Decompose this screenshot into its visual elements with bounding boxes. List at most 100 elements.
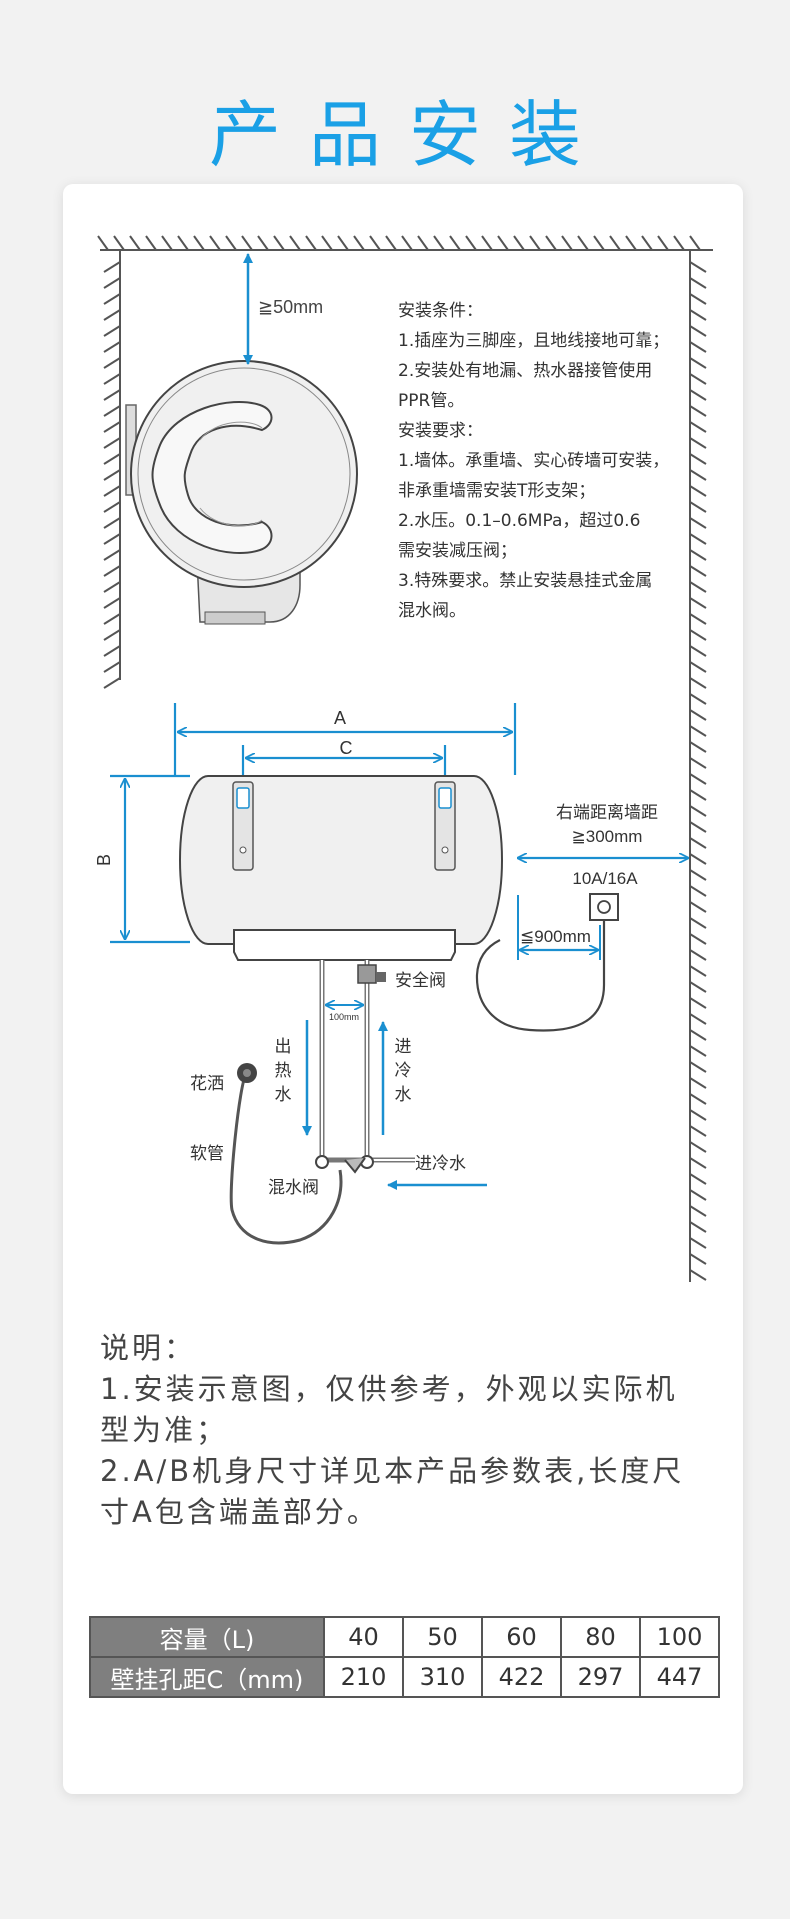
hatch-mark [103, 325, 121, 337]
power-cord [475, 920, 606, 1032]
hatch-mark [689, 1189, 707, 1201]
condition-line: 3.特殊要求。禁止安装悬挂式金属 [398, 571, 652, 591]
hatch-mark [689, 1269, 707, 1281]
hatch-mark [103, 437, 121, 449]
hatch-mark [103, 645, 121, 657]
cold-in-label: 进冷水 [415, 1154, 466, 1174]
hatch-mark [689, 1221, 707, 1233]
hatch-mark [689, 421, 707, 433]
safety-valve-label: 安全阀 [395, 971, 446, 991]
hatch-mark [689, 1173, 707, 1185]
hatch-mark [689, 1029, 707, 1041]
dimension-a-label: A [334, 708, 346, 728]
hatch-mark [689, 1109, 707, 1121]
hatch-mark [689, 981, 707, 993]
pipe-spacing-label: 100mm [329, 1012, 359, 1022]
cold-in-vertical-label: 进 [395, 1037, 412, 1057]
hatch-mark [689, 357, 707, 369]
hatch-mark [689, 389, 707, 401]
note-line: 型为准； [100, 1413, 229, 1447]
hatch-mark [129, 235, 141, 251]
hatch-mark [193, 235, 205, 251]
hatch-mark [103, 549, 121, 561]
hatch-mark [689, 693, 707, 705]
hatch-mark [103, 677, 121, 689]
hatch-mark [689, 629, 707, 641]
hatch-mark [689, 869, 707, 881]
hatch-mark [593, 235, 605, 251]
condition-line: 1.插座为三脚座，且地线接地可靠； [398, 331, 669, 351]
right-wall-distance-label: 右端距离墙距 [556, 803, 658, 823]
condition-line: 需安装减压阀； [398, 541, 517, 561]
hatch-mark [689, 677, 707, 689]
condition-line: 1.墙体。承重墙、实心砖墙可安装， [398, 451, 669, 471]
hatch-mark [689, 949, 707, 961]
hatch-mark [689, 261, 707, 273]
hatch-mark [689, 405, 707, 417]
hatch-mark [289, 235, 301, 251]
hatch-mark [417, 235, 429, 251]
hatch-mark [689, 1093, 707, 1105]
hatch-mark [103, 421, 121, 433]
notes-section: 说明： 1.安装示意图，仅供参考，外观以实际机 型为准； 2.A/B机身尺寸详见… [100, 1328, 710, 1533]
hatch-mark [103, 613, 121, 625]
hatch-mark [497, 235, 509, 251]
mixer-valve-label: 混水阀 [268, 1178, 319, 1198]
socket-rating-label: 10A/16A [572, 869, 638, 888]
hatch-mark [689, 325, 707, 337]
hatch-mark [177, 235, 189, 251]
hatch-mark [689, 437, 707, 449]
dimension-c-label: C [340, 738, 353, 758]
hatch-mark [103, 629, 121, 641]
hatch-mark [689, 453, 707, 465]
hatch-mark [449, 235, 461, 251]
hot-out-label: 出 [275, 1037, 292, 1057]
hatch-mark [689, 565, 707, 577]
hatch-mark [103, 661, 121, 673]
note-line: 寸A包含端盖部分。 [100, 1495, 379, 1529]
hatch-mark [689, 1061, 707, 1073]
notes-heading: 说明： [100, 1331, 197, 1365]
hose-label: 软管 [190, 1144, 224, 1164]
hatch-mark [689, 757, 707, 769]
hatch-mark [689, 485, 707, 497]
hatch-mark [103, 389, 121, 401]
table-cell: 447 [639, 1656, 720, 1698]
heater-front-view [179, 775, 503, 961]
hatch-mark [689, 1157, 707, 1169]
table-cell: 50 [402, 1616, 483, 1658]
condition-line: PPR管。 [398, 391, 464, 411]
hatch-mark [103, 293, 121, 305]
table-cell: 80 [560, 1616, 641, 1658]
hatch-mark [689, 773, 707, 785]
hatch-mark [689, 277, 707, 289]
hatch-mark [689, 901, 707, 913]
hatch-mark [689, 1237, 707, 1249]
table-cell: 100 [639, 1616, 720, 1658]
hatch-mark [689, 837, 707, 849]
hatch-mark [689, 965, 707, 977]
hatch-mark [321, 235, 333, 251]
hot-out-label: 热 [275, 1061, 292, 1081]
spacing-header: 壁挂孔距C（mm) [89, 1656, 325, 1698]
hatch-mark [103, 277, 121, 289]
socket-distance-label: ≦900mm [520, 927, 591, 946]
hatch-mark [689, 533, 707, 545]
hatch-mark [465, 235, 477, 251]
hatch-mark [161, 235, 173, 251]
cold-in-vertical-label: 冷 [395, 1061, 412, 1081]
hatch-mark [689, 549, 707, 561]
hatch-mark [689, 235, 701, 251]
hatch-mark [145, 235, 157, 251]
hatch-mark [689, 709, 707, 721]
shower-label: 花洒 [190, 1074, 224, 1094]
hatch-mark [689, 309, 707, 321]
plumbing [229, 960, 415, 1245]
hatch-mark [103, 469, 121, 481]
hatch-mark [689, 997, 707, 1009]
hatch-mark [103, 405, 121, 417]
hatch-mark [241, 235, 253, 251]
power-socket [589, 893, 619, 921]
note-line: 2.A/B机身尺寸详见本产品参数表,长度尺 [100, 1454, 685, 1488]
hatch-mark [689, 853, 707, 865]
